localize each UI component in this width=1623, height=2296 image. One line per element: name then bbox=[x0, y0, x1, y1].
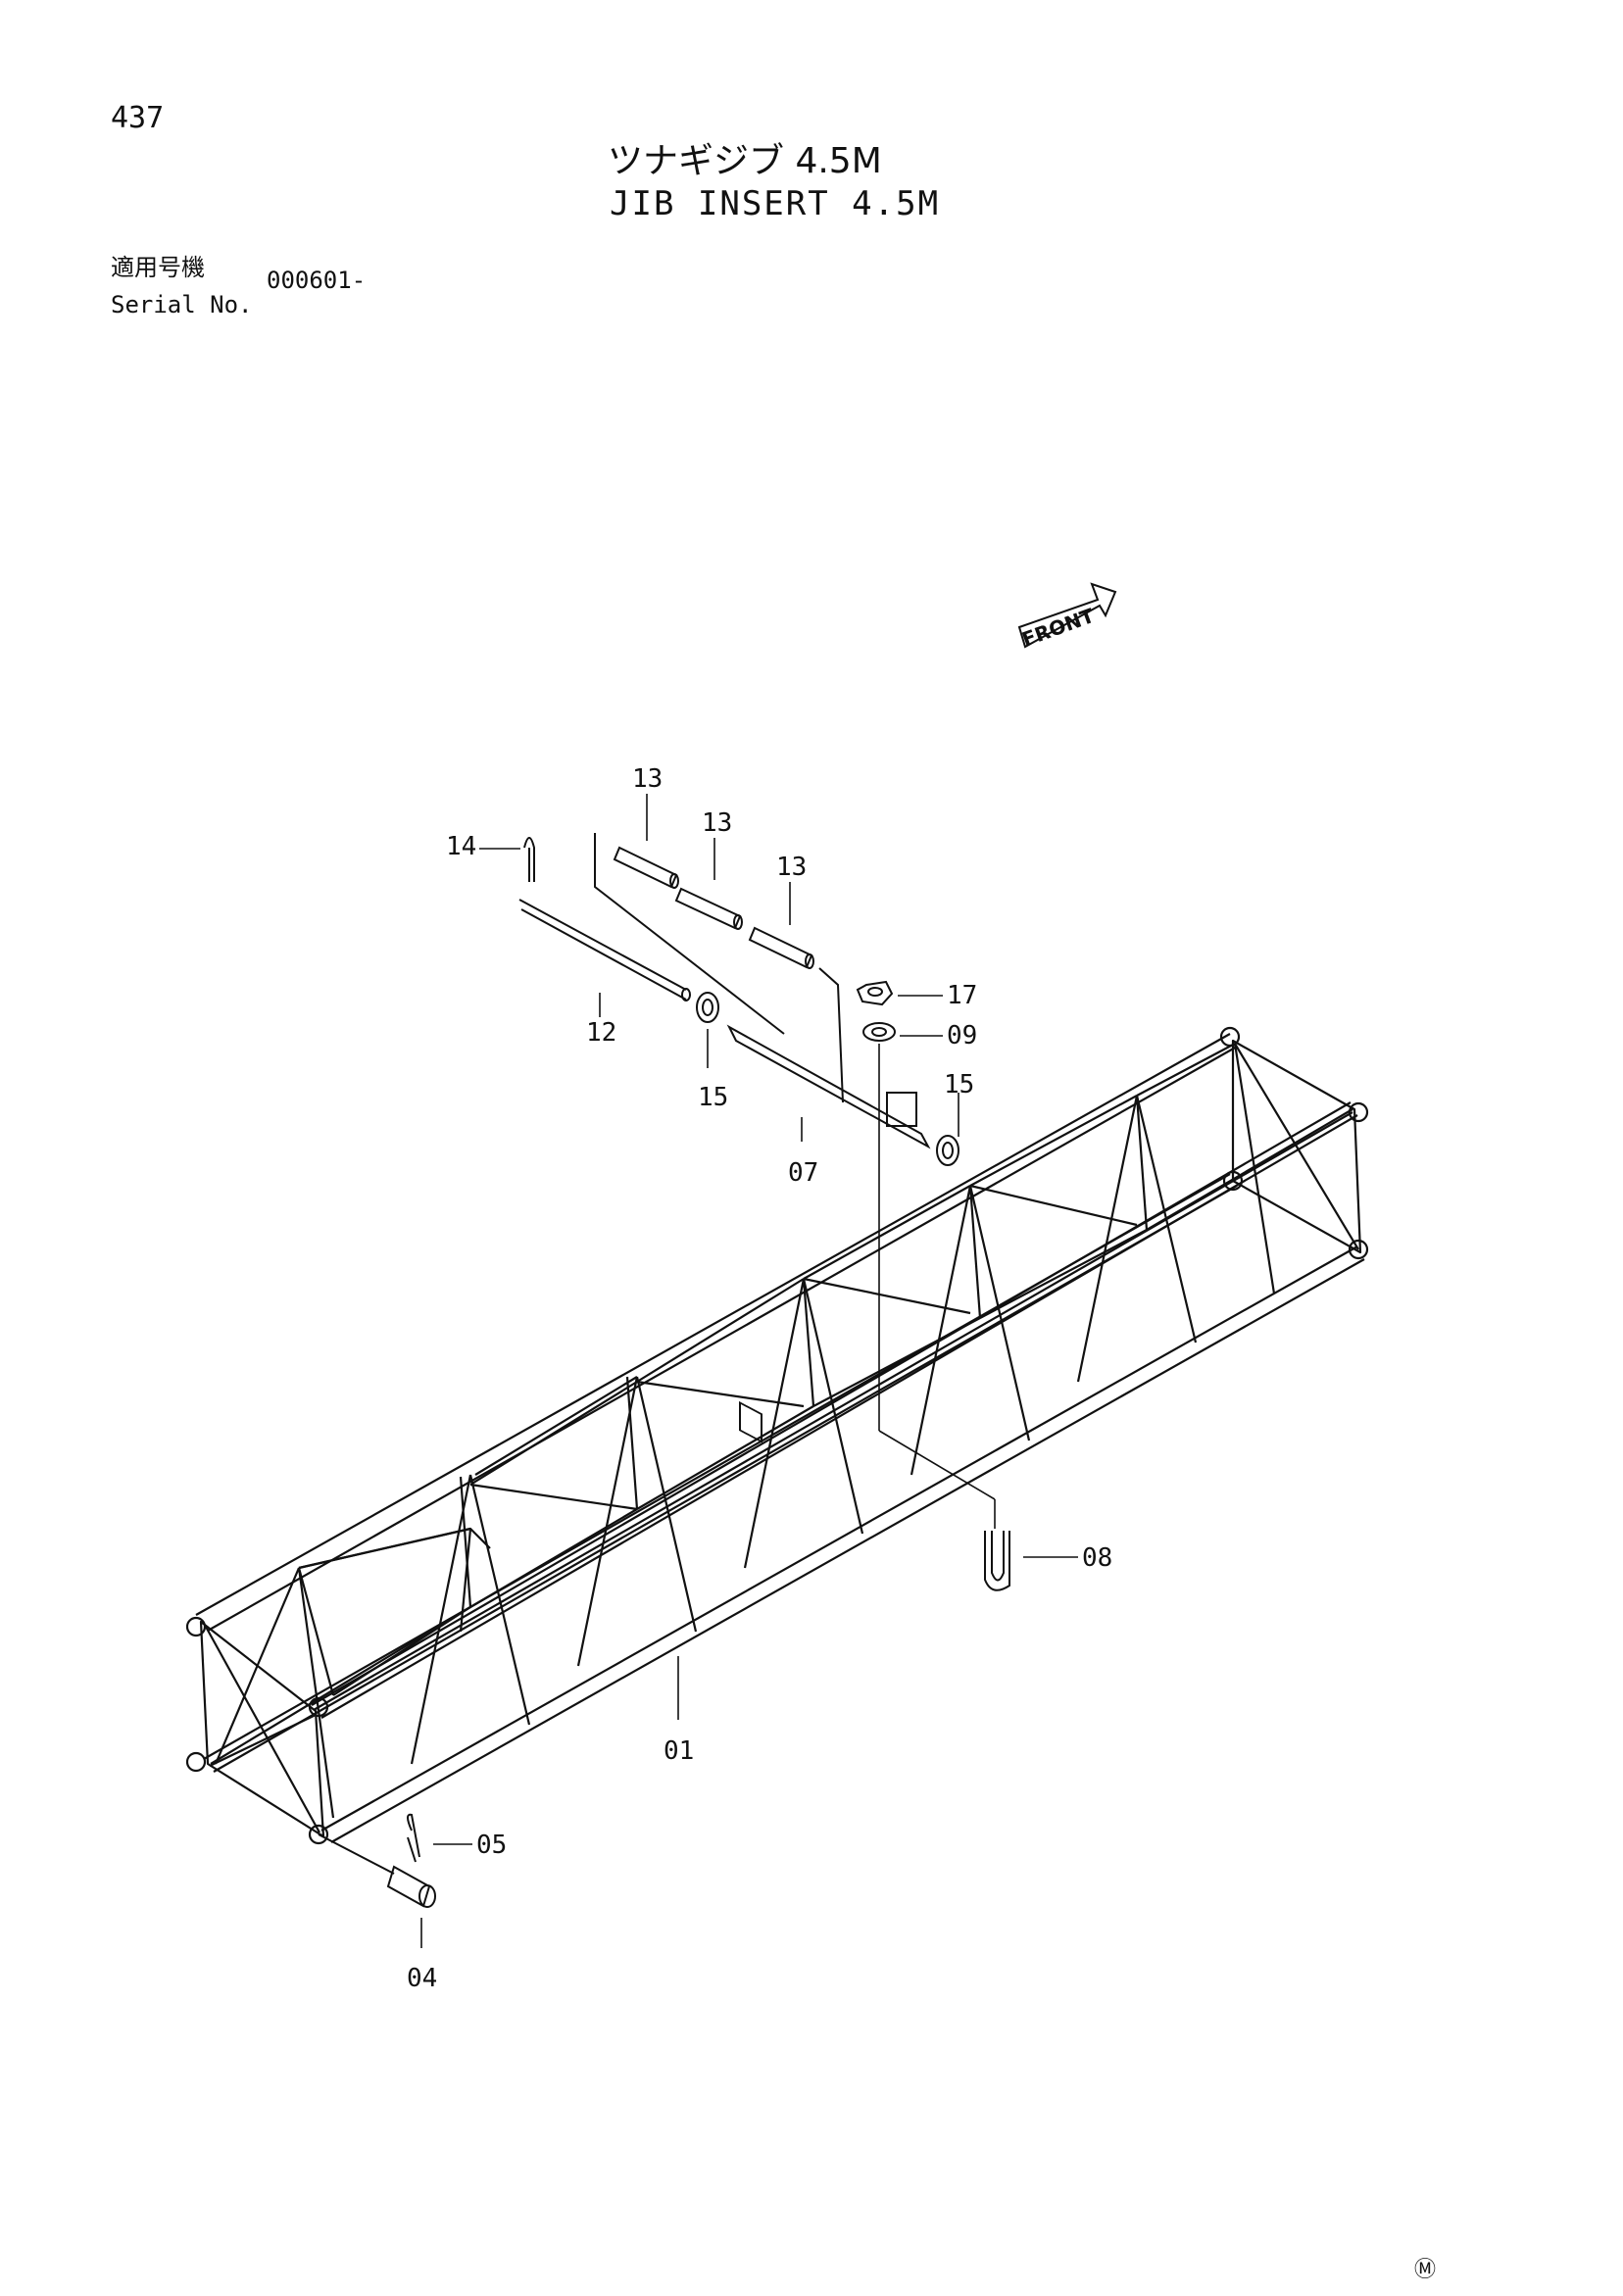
callout-15-b: 15 bbox=[944, 1070, 974, 1099]
callout-13-c: 13 bbox=[776, 853, 807, 882]
serial-label-english: Serial No. bbox=[111, 291, 253, 318]
callout-12: 12 bbox=[586, 1018, 616, 1048]
part-05-clip bbox=[407, 1813, 420, 1863]
serial-label-japanese: 適用号機 bbox=[111, 254, 205, 281]
callout-13-b: 13 bbox=[702, 808, 732, 838]
callout-13-a: 13 bbox=[632, 764, 663, 794]
serial-number-value: 000601- bbox=[267, 267, 367, 294]
leader-lines bbox=[420, 794, 1078, 1948]
part-13-sleeves bbox=[594, 833, 844, 1103]
page-title-english: JIB INSERT 4.5M bbox=[610, 184, 941, 223]
front-arrow-label: FRONT bbox=[1019, 604, 1098, 652]
part-17-nut bbox=[856, 980, 894, 1006]
front-arrow-icon: FRONT bbox=[1017, 582, 1117, 652]
callout-04: 04 bbox=[407, 1964, 437, 1993]
callout-15-a: 15 bbox=[698, 1083, 728, 1112]
part-07-bracket bbox=[726, 1024, 931, 1443]
callout-17: 17 bbox=[947, 981, 977, 1010]
m-mark-symbol: Ⓜ bbox=[1414, 2258, 1437, 2282]
callout-07: 07 bbox=[788, 1158, 818, 1188]
part-08-u-bolt bbox=[984, 1531, 1010, 1591]
callout-01: 01 bbox=[664, 1736, 694, 1766]
jib-insert-frame bbox=[185, 1026, 1369, 1845]
part-04-pin bbox=[318, 1833, 436, 1908]
part-09-washer bbox=[862, 1022, 896, 1042]
page-title-japanese: ツナギジブ 4.5M bbox=[608, 141, 882, 181]
callout-14: 14 bbox=[446, 832, 476, 861]
page-number: 437 bbox=[111, 101, 165, 135]
part-15-washers bbox=[696, 992, 959, 1166]
part-12-rod bbox=[518, 899, 691, 1001]
part-14-pin bbox=[523, 837, 535, 882]
callout-09: 09 bbox=[947, 1021, 977, 1050]
callout-05: 05 bbox=[476, 1831, 507, 1860]
callout-08: 08 bbox=[1082, 1543, 1112, 1573]
